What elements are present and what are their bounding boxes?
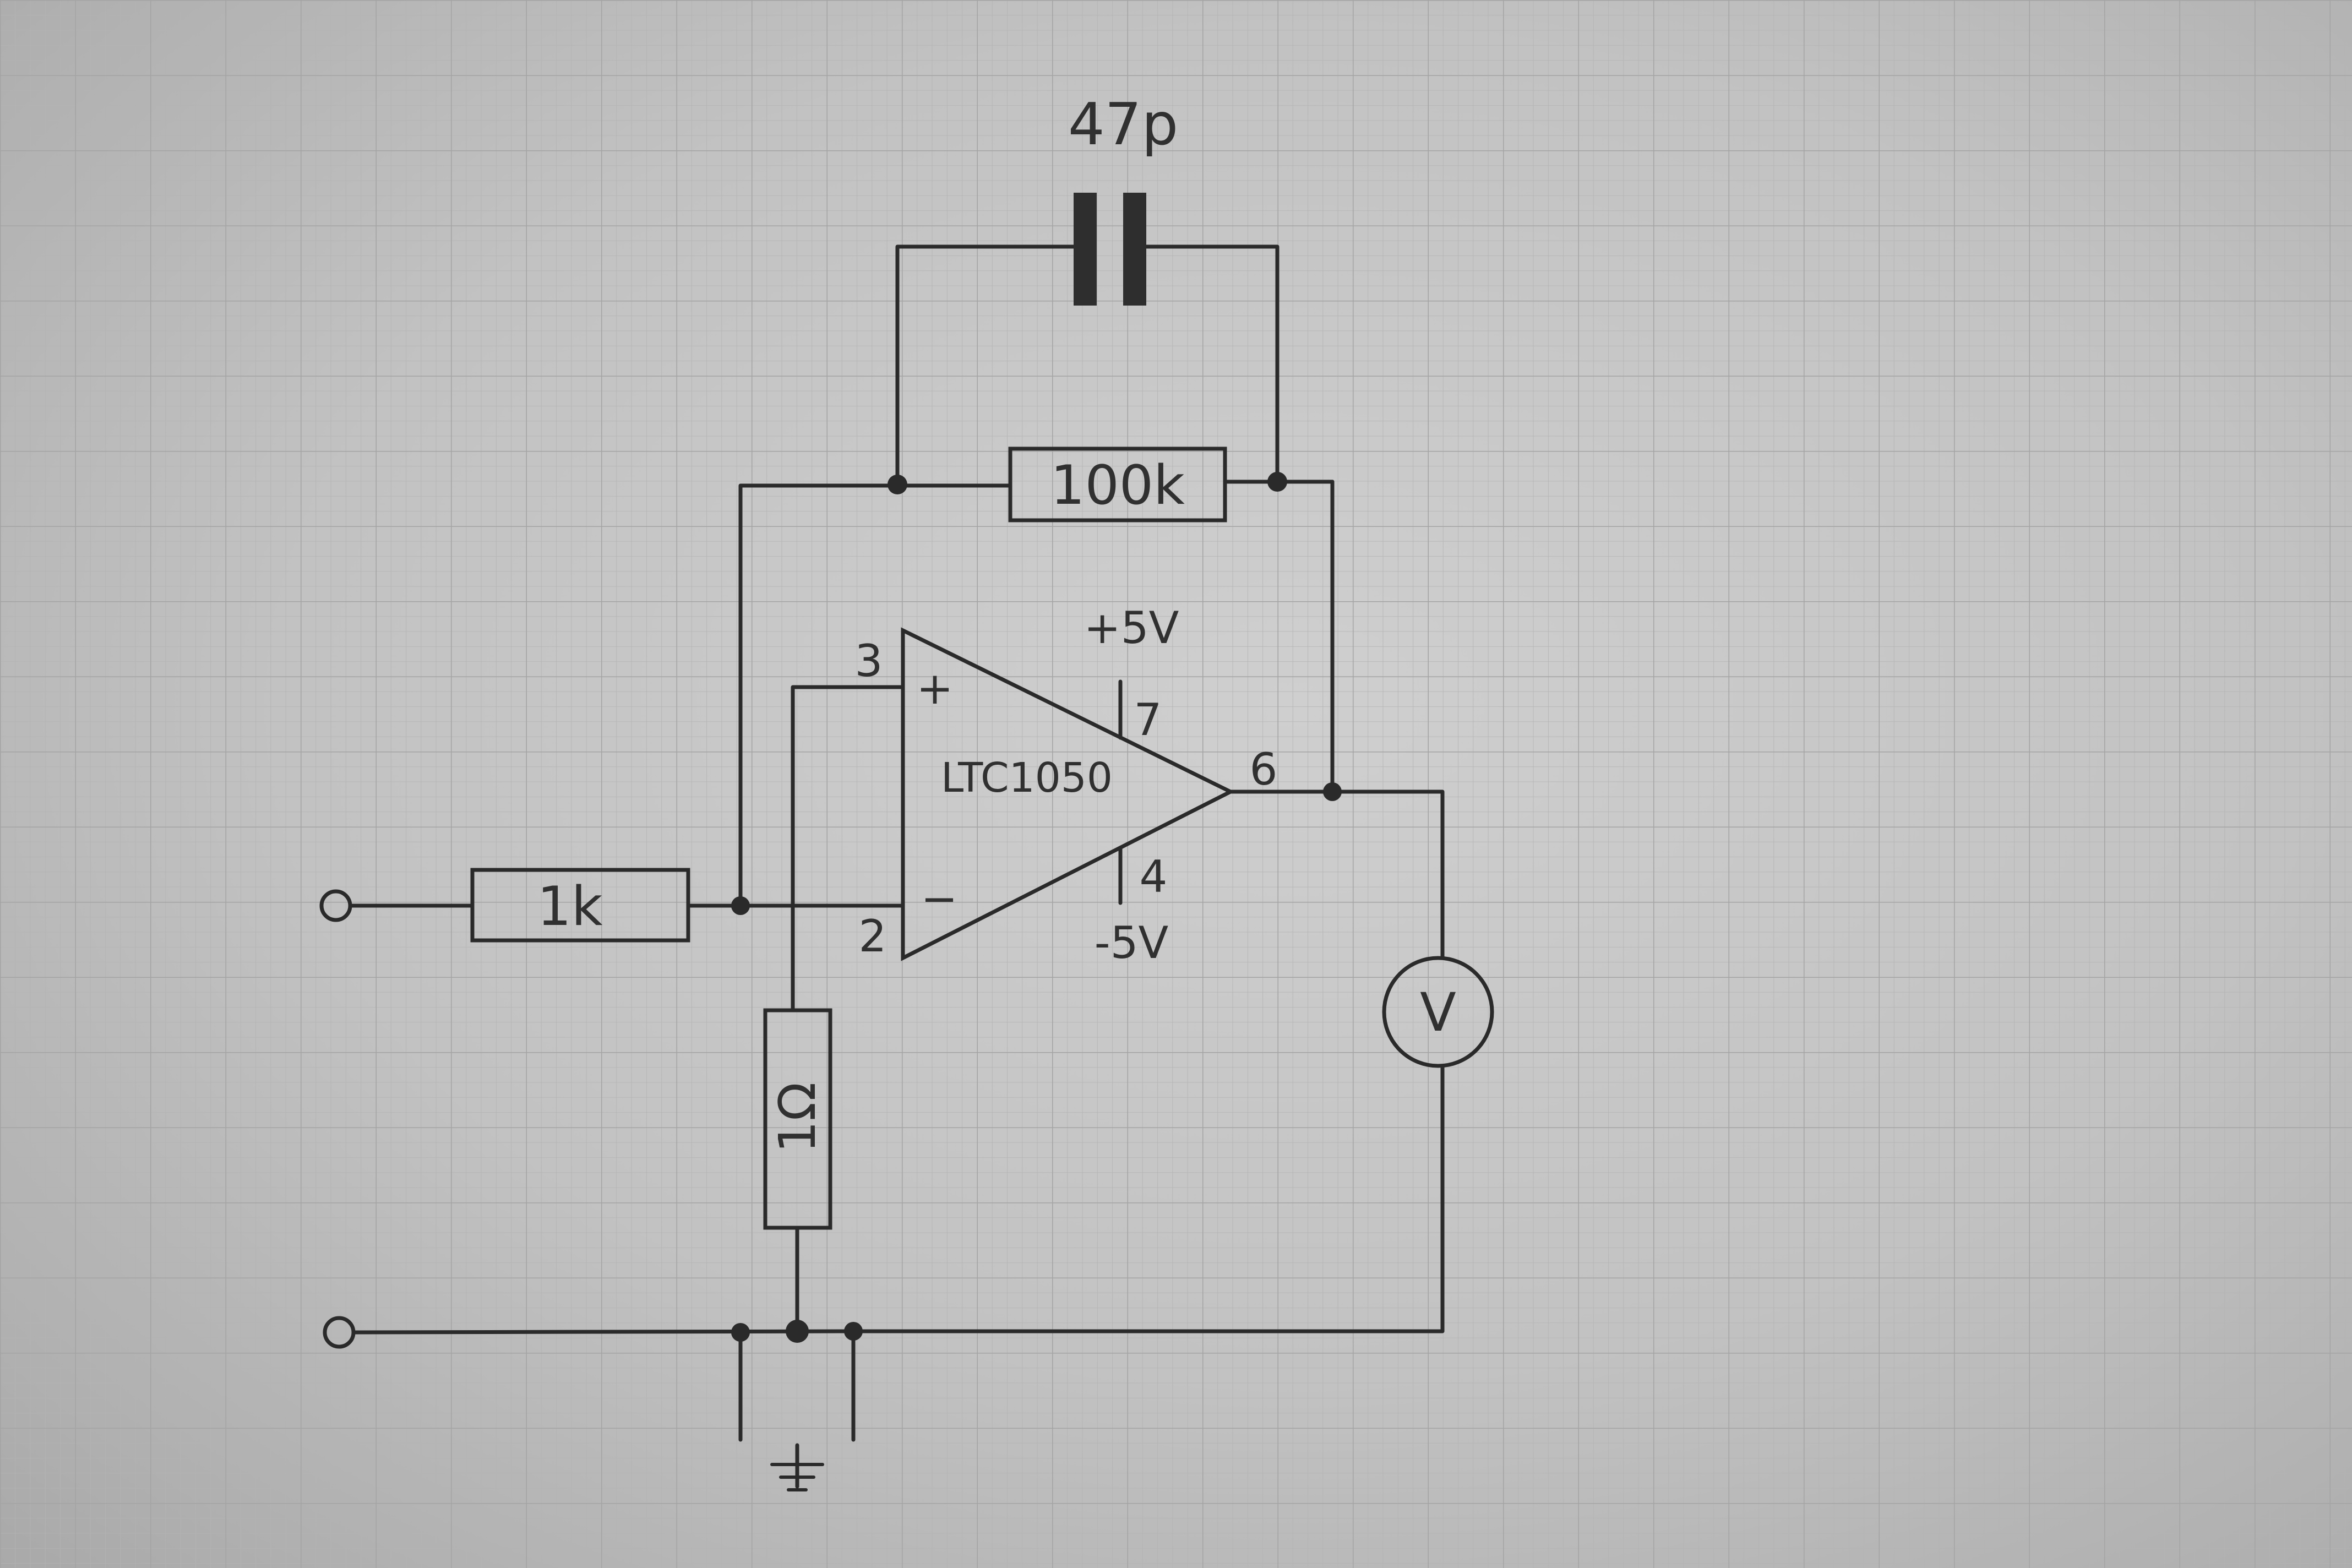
opamp-ltc1050: LTC1050 + − +5V -5V 7 4 3 2 6 [855,602,1278,968]
pin-label-vplus: 7 [1134,694,1162,745]
capacitor-47p: 47p [895,91,1280,487]
capacitor-right-wire [1132,244,1280,484]
voltmeter-return-wire [851,1064,1445,1333]
feedback-resistor-label: 100k [1050,454,1185,517]
junction-dot [786,1320,809,1343]
input-resistor-1k: 1k [319,868,905,943]
output-wire [1228,790,1445,959]
junction-dot [1267,472,1287,492]
capacitor-plate-left [1074,193,1097,306]
ground-wire [351,1329,856,1335]
sense-resistor-label: 1Ω [768,1082,827,1153]
negative-supply-label: -5V [1095,917,1169,968]
voltmeter: V [851,782,1494,1333]
capacitor-left-wire [895,244,1081,487]
capacitor-value-label: 47p [1068,91,1178,158]
positive-supply-label: +5V [1084,602,1179,654]
pin-label-inverting: 2 [859,911,887,962]
opamp-triangle [901,627,1235,961]
opamp-plus-sign: + [916,663,953,714]
capacitor-plate-right [1123,193,1146,306]
opamp-minus-sign: − [921,873,957,924]
junction-dot [731,896,750,915]
pin-label-output: 6 [1250,744,1278,795]
noninverting-input-wire [791,685,905,1012]
opamp-part-label: LTC1050 [941,754,1113,802]
junction-dot [1323,782,1342,801]
feedback-resistor-body [1008,447,1227,522]
feedback-wire-left [738,483,1012,908]
feedback-resistor-100k: 100k [738,447,1335,908]
junction-dot [888,475,907,494]
pin-label-noninverting: 3 [855,635,883,687]
pin-label-vminus: 4 [1140,851,1168,902]
sense-resistor-1ohm: 1Ω [763,685,905,1333]
ground-rail [323,1316,863,1442]
voltmeter-label: V [1420,982,1456,1043]
voltmeter-circle [1382,956,1494,1068]
ground-symbol [770,1443,824,1491]
input-resistor-label: 1k [537,875,602,938]
